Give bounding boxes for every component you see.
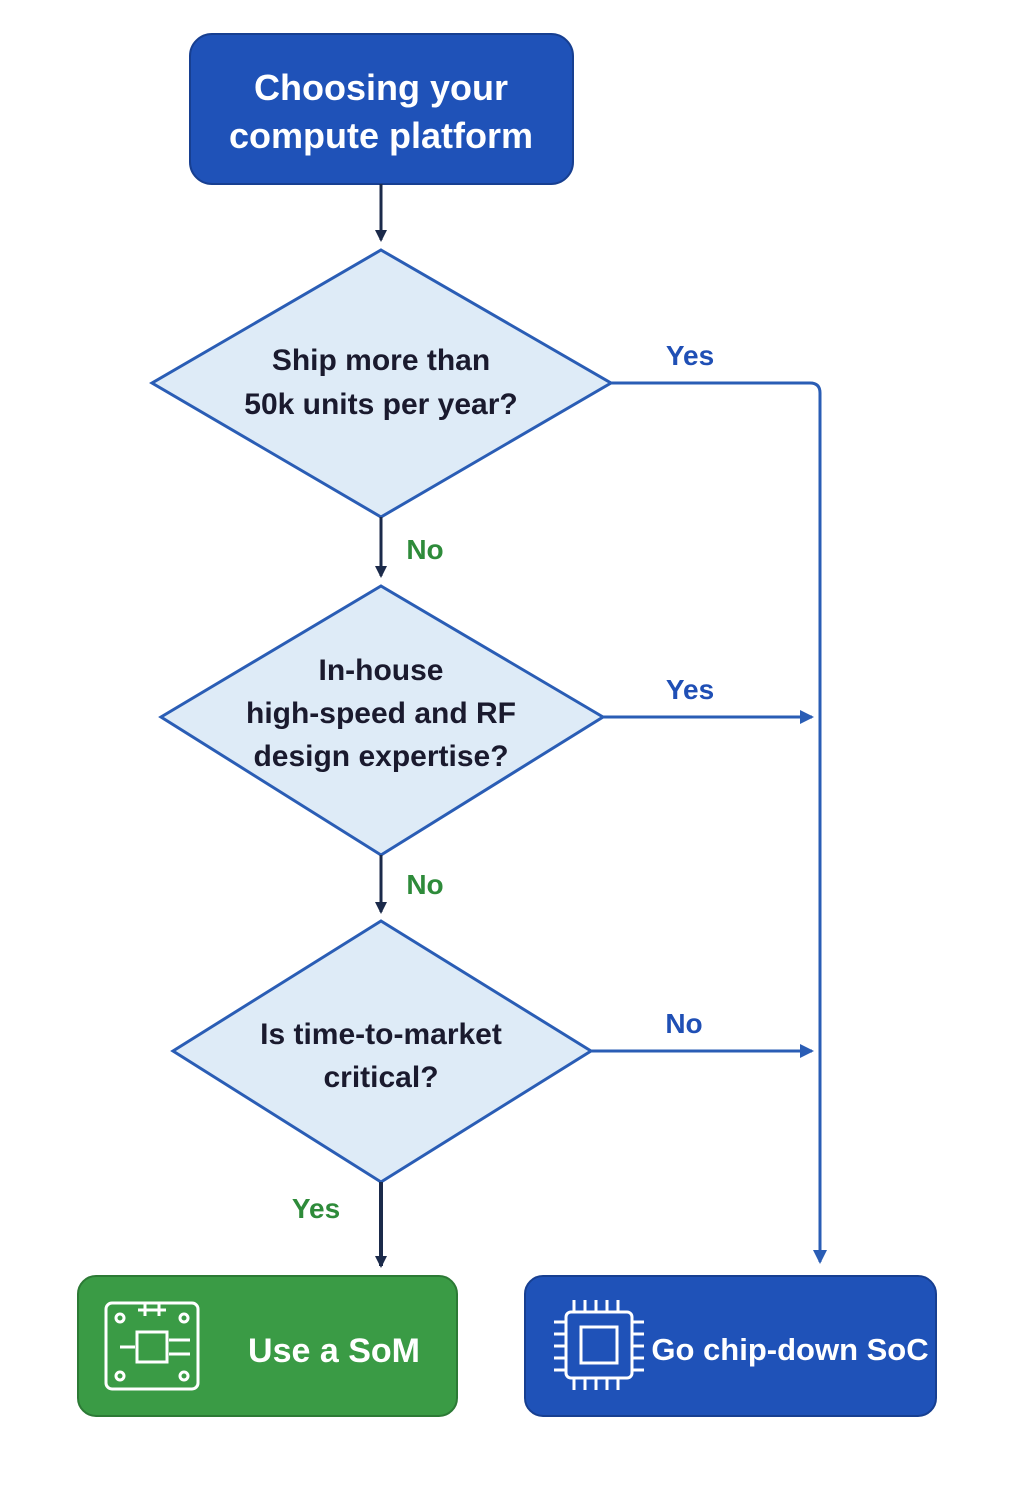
q1-line1: Ship more than <box>272 344 490 377</box>
q3-line2: critical? <box>323 1061 438 1094</box>
label-q1-yes: Yes <box>666 340 714 371</box>
start-title-line2: compute platform <box>229 115 533 156</box>
q2-line1: In-house <box>319 654 444 687</box>
start-title-line1: Choosing your <box>254 67 508 108</box>
q2-line2: high-speed and RF <box>246 697 516 730</box>
outcome-soc-label: Go chip-down SoC <box>651 1332 928 1367</box>
label-q2-yes: Yes <box>666 674 714 705</box>
outcome-som: Use a SoM <box>77 1275 458 1417</box>
q3-line1: Is time-to-market <box>260 1018 502 1051</box>
label-q3-yes: Yes <box>292 1193 340 1224</box>
edge-q1-yes-rail <box>611 381 827 1264</box>
q1-line2: 50k units per year? <box>244 388 517 421</box>
start-node: Choosing your compute platform <box>189 33 574 185</box>
outcome-som-label: Use a SoM <box>248 1332 420 1370</box>
decision-q1: Ship more than 50k units per year? <box>149 248 614 519</box>
decision-q3: Is time-to-market critical? <box>170 919 594 1184</box>
label-q1-no: No <box>406 534 443 565</box>
label-q3-no: No <box>665 1008 702 1039</box>
label-q2-no: No <box>406 869 443 900</box>
q2-line3: design expertise? <box>253 740 508 773</box>
outcome-soc: Go chip-down SoC <box>524 1275 937 1417</box>
decision-q2: In-house high-speed and RF design expert… <box>158 584 606 857</box>
chip-icon <box>554 1300 644 1390</box>
circuit-board-icon <box>104 1301 200 1391</box>
